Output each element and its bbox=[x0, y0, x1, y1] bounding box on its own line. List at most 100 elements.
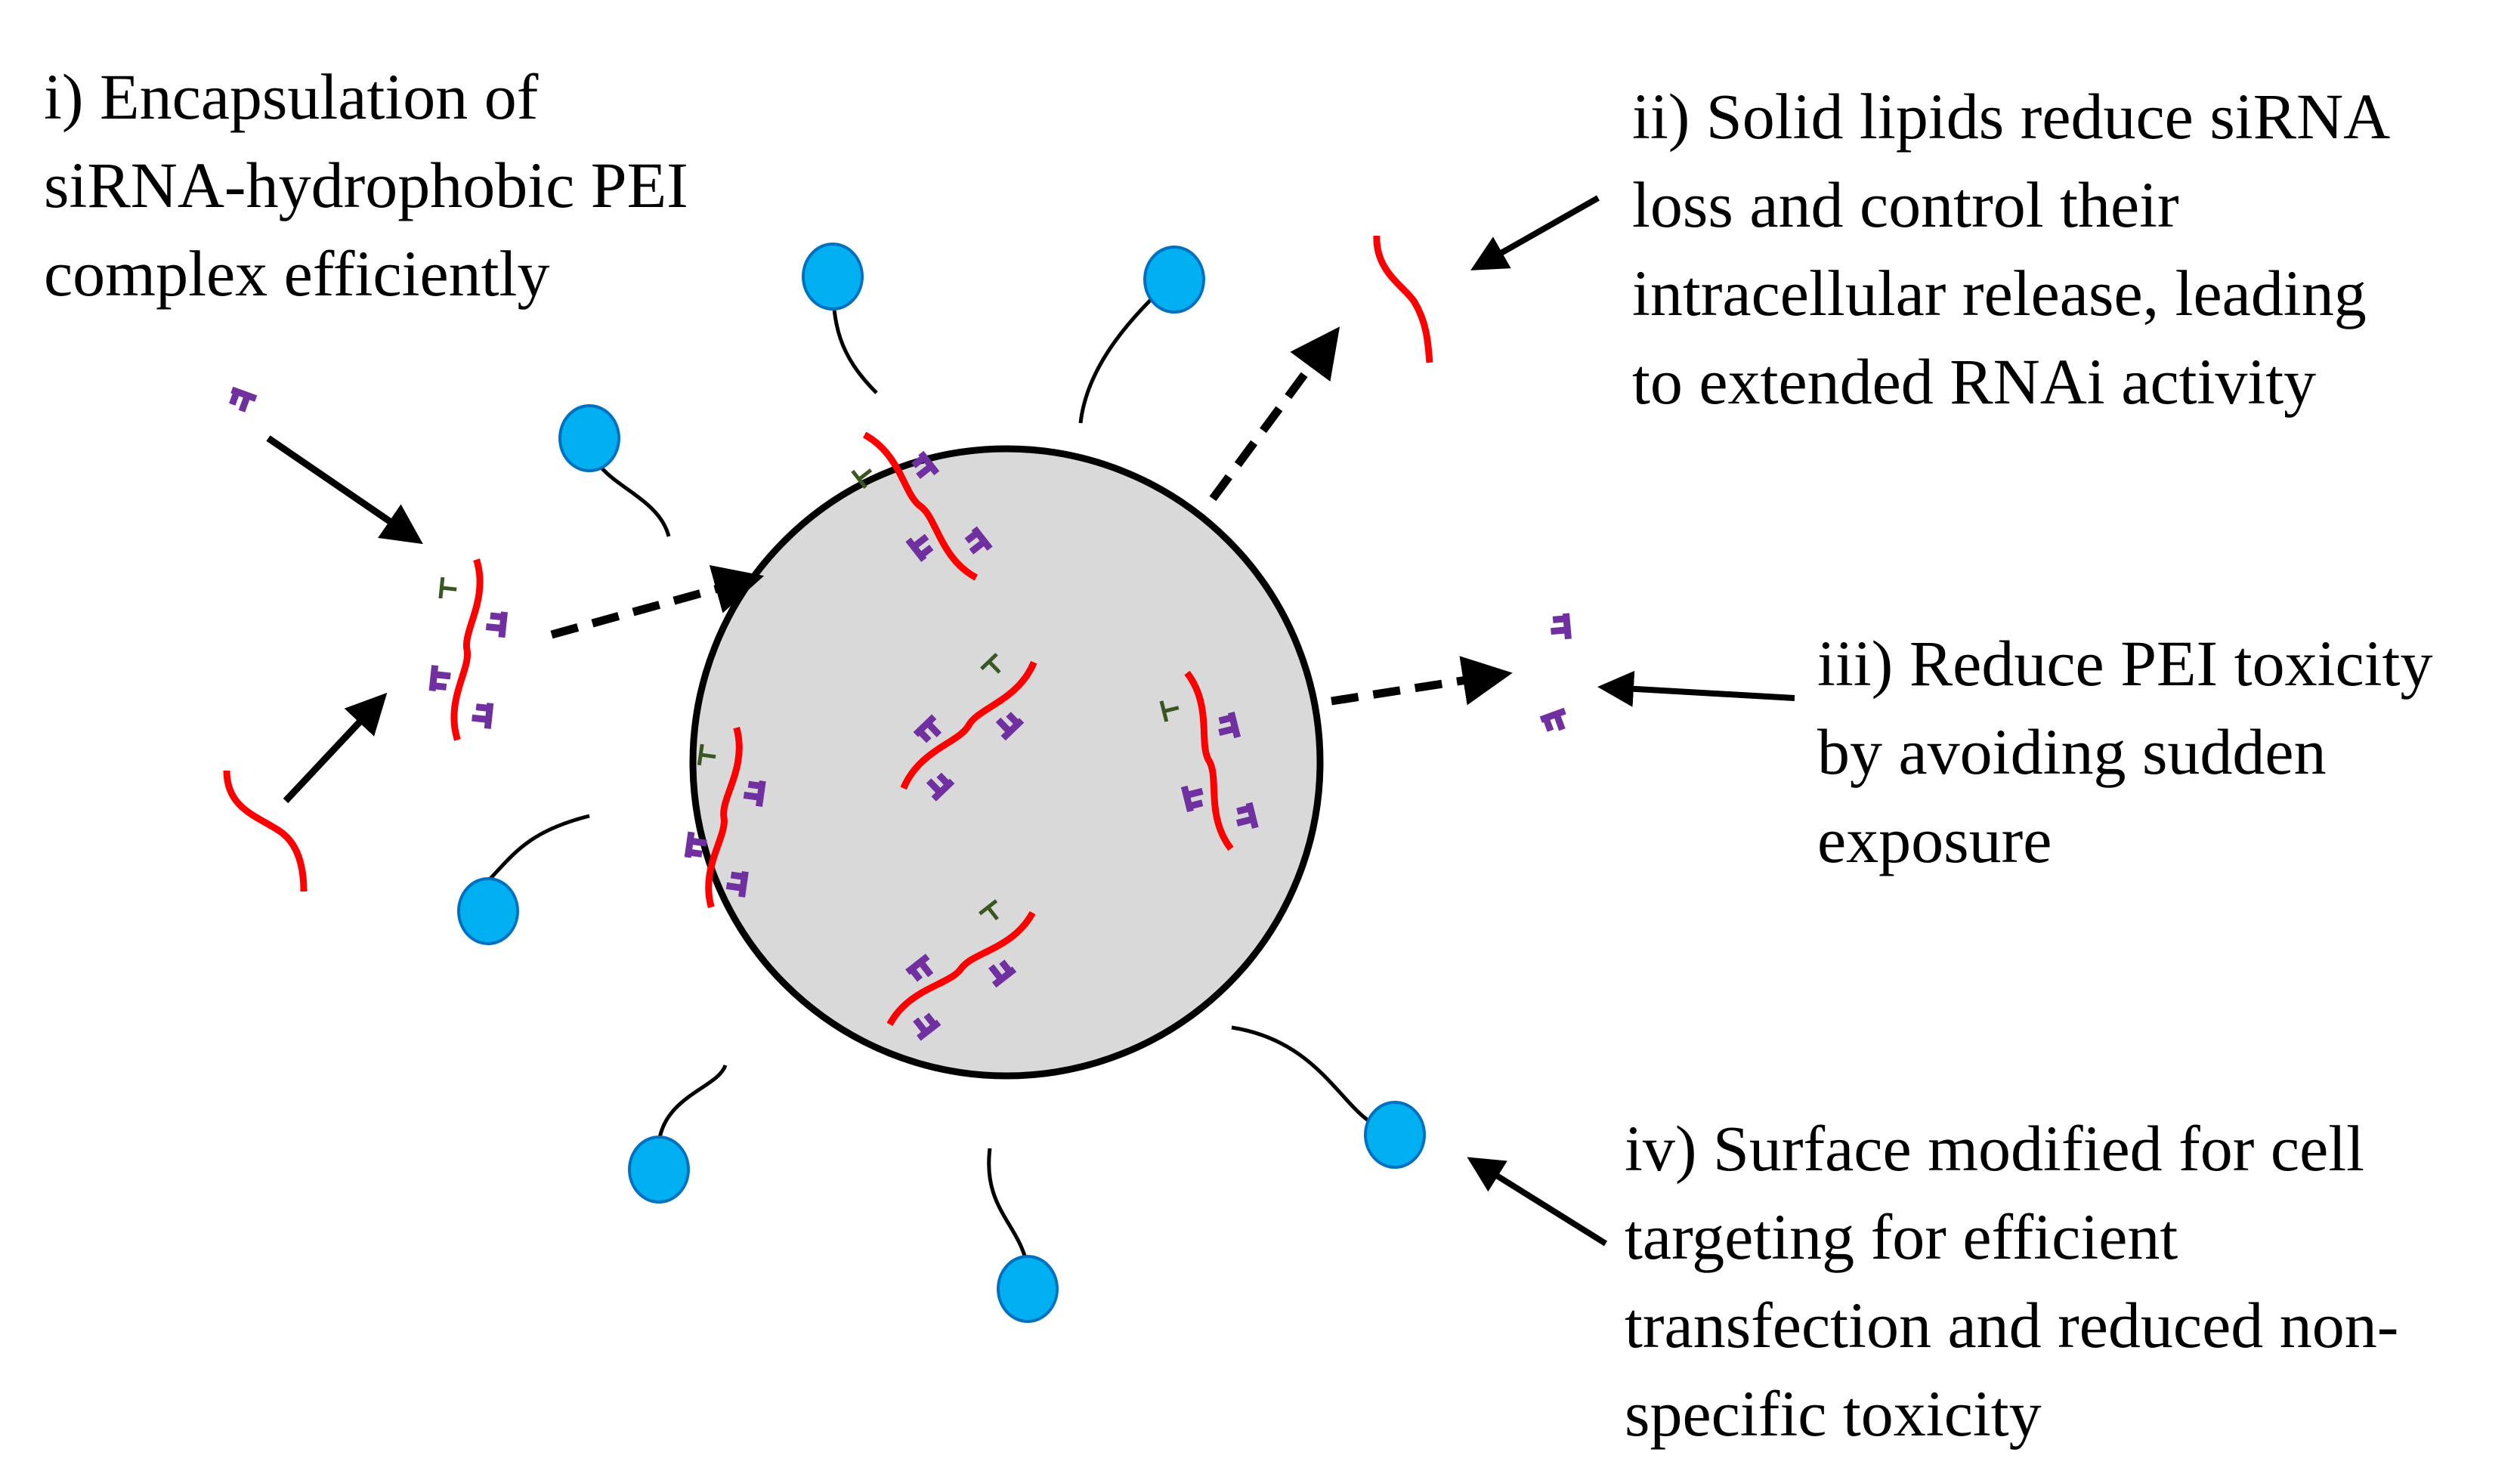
sirna-pei-complex-icon bbox=[428, 558, 508, 741]
caption-line: targeting for efficient bbox=[1625, 1201, 2178, 1273]
targeting-ligand-icon bbox=[628, 1136, 690, 1204]
pei-stroke bbox=[1180, 785, 1204, 813]
pei-fragment-icon bbox=[905, 533, 934, 562]
pei-stroke bbox=[428, 665, 451, 691]
caption-line: iv) Surface modified for cell bbox=[1625, 1112, 2365, 1185]
pei-stroke bbox=[1551, 613, 1572, 640]
caption-line: siRNA-hydrophobic PEI bbox=[44, 149, 688, 221]
pei-fragment-icon bbox=[1218, 711, 1241, 739]
pei-fragment-icon bbox=[1235, 802, 1259, 829]
sirna-strand-icon bbox=[223, 770, 308, 892]
hydrophobic-stroke bbox=[851, 468, 873, 489]
encapsulated-complexes bbox=[684, 431, 1259, 1041]
pei-stroke bbox=[229, 386, 258, 413]
pei-fragment-icon bbox=[905, 953, 934, 982]
targeting-ligand-icon bbox=[457, 877, 519, 945]
hydrophobic-stroke bbox=[979, 899, 999, 921]
pei-fragment-icon bbox=[1180, 785, 1204, 813]
sirna-strand bbox=[450, 558, 484, 741]
pei-stroke bbox=[905, 533, 934, 562]
sirna-pei-complex-icon bbox=[886, 899, 1036, 1041]
pei-stroke bbox=[988, 959, 1017, 988]
caption-line: iii) Reduce PEI toxicity bbox=[1817, 627, 2433, 700]
pei-stroke bbox=[905, 953, 934, 982]
pei-stroke bbox=[926, 772, 955, 802]
free-components bbox=[223, 235, 1572, 892]
pei-fragment-icon bbox=[995, 712, 1025, 741]
hydrophobic-chain-icon bbox=[697, 743, 716, 766]
pei-fragment-icon bbox=[913, 714, 942, 743]
pei-fragment-icon bbox=[472, 703, 494, 729]
pei-stroke bbox=[964, 526, 993, 555]
ligand-tether bbox=[987, 1148, 1030, 1269]
pei-stroke bbox=[913, 1012, 942, 1041]
arrow-pei-release bbox=[1331, 656, 1513, 706]
pei-stroke bbox=[1218, 711, 1241, 739]
arrows bbox=[266, 195, 1795, 1247]
sirna-strand bbox=[862, 431, 979, 581]
pei-stroke bbox=[913, 714, 942, 743]
targeting-ligand-icon bbox=[802, 243, 864, 311]
sirna-strand bbox=[1184, 670, 1234, 851]
solid-lipid-nanoparticle-icon bbox=[689, 445, 1324, 1080]
pei-fragment-icon bbox=[229, 386, 258, 413]
arrow-pei-to-complex bbox=[266, 435, 423, 545]
sirna-pei-complex-icon bbox=[684, 726, 766, 909]
arrow-caption-iii bbox=[1597, 670, 1795, 707]
sirna-strand-icon bbox=[1373, 235, 1433, 363]
hydrophobic-chain-icon bbox=[979, 899, 999, 921]
hydrophobic-chain-icon bbox=[851, 468, 873, 489]
pei-stroke bbox=[1235, 802, 1259, 829]
caption-line: transfection and reduced non- bbox=[1625, 1289, 2399, 1361]
targeting-ligand-icon bbox=[1364, 1101, 1426, 1169]
pei-fragment-icon bbox=[428, 665, 451, 691]
arrow-caption-iv bbox=[1467, 1157, 1608, 1247]
sirna-pei-complex-icon bbox=[851, 431, 993, 581]
pei-stroke bbox=[995, 712, 1025, 741]
caption-line: intracellular release, leading bbox=[1632, 257, 2367, 329]
pei-stroke bbox=[725, 871, 749, 898]
pei-stroke bbox=[911, 450, 940, 479]
hydrophobic-chain-icon bbox=[438, 576, 457, 599]
pei-fragment-icon bbox=[684, 831, 707, 858]
sirna-pei-complex-icon bbox=[1159, 670, 1259, 851]
pei-stroke bbox=[472, 703, 494, 729]
hydrophobic-chain-icon bbox=[1159, 700, 1180, 722]
caption-iii: iii) Reduce PEI toxicity by avoiding sud… bbox=[1817, 620, 2432, 885]
sirna-pei-complex-icon bbox=[900, 653, 1037, 802]
hydrophobic-stroke bbox=[980, 653, 1001, 674]
caption-line: by avoiding sudden bbox=[1817, 715, 2327, 788]
ligand-tether bbox=[487, 814, 590, 882]
caption-ii: ii) Solid lipids reduce siRNA loss and c… bbox=[1632, 73, 2390, 426]
caption-line: loss and control their bbox=[1632, 168, 2179, 241]
pei-fragment-icon bbox=[911, 450, 940, 479]
pei-fragment-icon bbox=[725, 871, 749, 898]
ligand-tether bbox=[657, 1064, 728, 1143]
pei-fragment-icon bbox=[913, 1012, 942, 1041]
hydrophobic-chain-icon bbox=[980, 653, 1001, 674]
arrow-complex-into-particle bbox=[550, 564, 765, 639]
targeting-ligand-icon bbox=[997, 1255, 1059, 1323]
caption-line: i) Encapsulation of bbox=[44, 60, 539, 133]
arrow-sirna-to-complex bbox=[283, 692, 388, 804]
targeting-ligand-icon bbox=[1143, 246, 1205, 314]
pei-stroke bbox=[1539, 707, 1566, 732]
pei-fragment-icon bbox=[964, 526, 993, 555]
caption-line: specific toxicity bbox=[1625, 1377, 2042, 1450]
pei-fragment-icon bbox=[1551, 613, 1572, 640]
hydrophobic-stroke bbox=[1159, 700, 1180, 722]
sirna-strand bbox=[705, 726, 743, 909]
hydrophobic-stroke bbox=[438, 576, 457, 599]
arrow-sirna-release bbox=[1209, 326, 1340, 502]
hydrophobic-stroke bbox=[697, 743, 716, 766]
pei-fragment-icon bbox=[1539, 707, 1566, 732]
pei-stroke bbox=[743, 780, 766, 807]
caption-i: i) Encapsulation of siRNA-hydrophobic PE… bbox=[44, 53, 688, 318]
ligand-tether bbox=[1231, 1025, 1393, 1133]
caption-line: complex efficiently bbox=[44, 237, 550, 310]
pei-fragment-icon bbox=[988, 959, 1017, 988]
caption-iv: iv) Surface modified for cell targeting … bbox=[1625, 1105, 2398, 1458]
caption-line: exposure bbox=[1817, 804, 2052, 876]
